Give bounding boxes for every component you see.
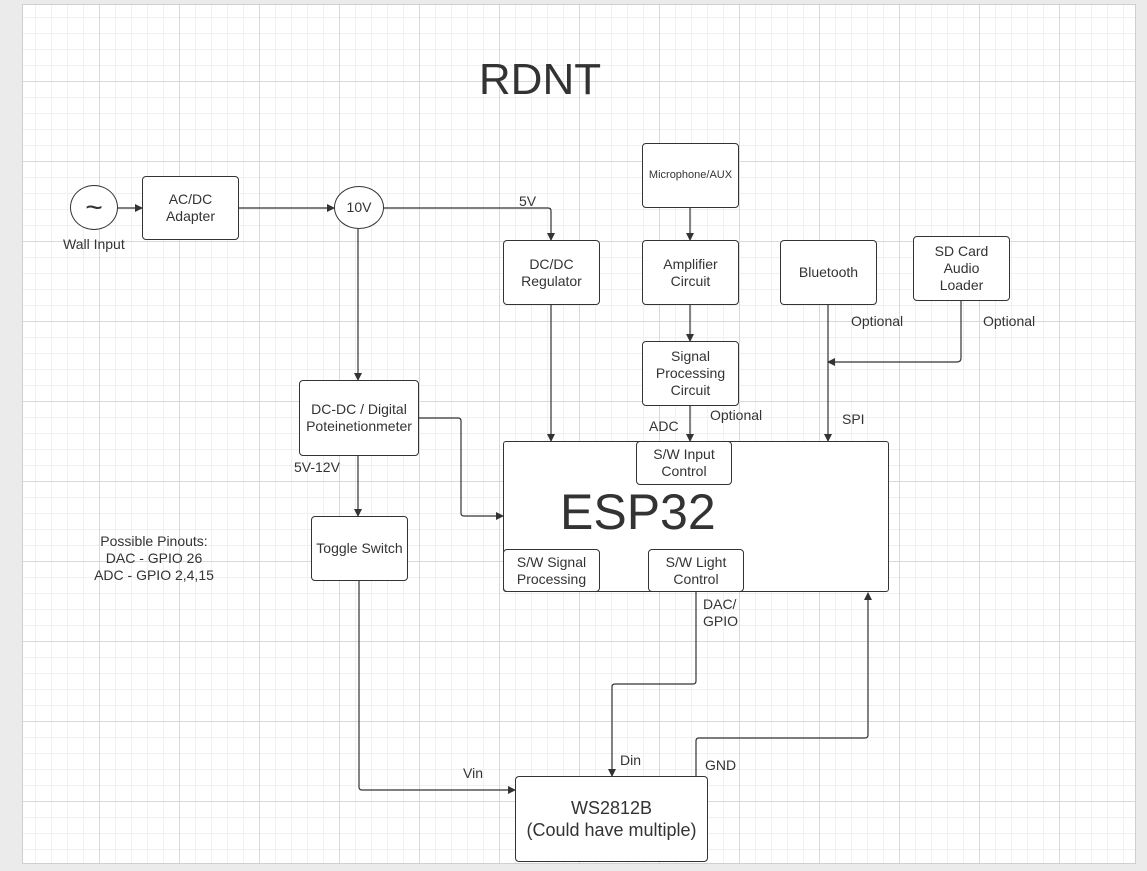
dcdc-digital-pot-label: DC-DC / Digital Poteinetionmeter (306, 401, 412, 434)
dcdc-regulator-label: DC/DC Regulator (521, 255, 582, 289)
signal-optional-label: Optional (710, 407, 763, 423)
sd-card-loader-label: SD Card Audio Loader (934, 243, 989, 293)
amplifier-circuit-label: Amplifier Circuit (663, 255, 718, 289)
wire-dcdc-pot-to-esp (419, 417, 504, 520)
wire-light-to-ws2812b (608, 592, 697, 777)
voltage-range-label: 5V-12V (294, 459, 340, 475)
diagram-canvas (22, 4, 1136, 864)
microphone-aux-box: Microphone/AUX (642, 143, 739, 208)
sw-light-control-label: S/W Light Control (665, 553, 727, 587)
dcdc-digital-pot-box: DC-DC / Digital Poteinetionmeter (299, 380, 419, 456)
wall-input-label: Wall Input (63, 236, 125, 252)
signal-processing-circuit-box: Signal Processing Circuit (642, 341, 739, 406)
amplifier-circuit-box: Amplifier Circuit (642, 240, 739, 305)
sd-card-optional-label: Optional (983, 313, 1036, 329)
five-volt-label: 5V (519, 193, 537, 209)
sw-input-control-label: S/W Input Control (653, 446, 715, 479)
esp32-label: ESP32 (560, 484, 716, 540)
bluetooth-box: Bluetooth (780, 240, 877, 305)
toggle-switch-label: Toggle Switch (316, 540, 403, 556)
ac-dc-adapter-label: AC/DC Adapter (165, 191, 216, 224)
sw-light-control-box: S/W Light Control (648, 549, 744, 592)
ws2812b-box: WS2812B (Could have multiple) (515, 776, 708, 862)
sw-signal-processing-label: S/W Signal Processing (516, 553, 587, 587)
diagram-title: RDNT (478, 55, 602, 104)
sd-card-loader-box: SD Card Audio Loader (913, 236, 1010, 301)
spi-label: SPI (842, 411, 865, 427)
toggle-switch-box: Toggle Switch (311, 516, 408, 581)
wall-input-node: ~ (70, 185, 118, 230)
microphone-aux-label: Microphone/AUX (648, 169, 733, 181)
possible-pinouts-note: Possible Pinouts: DAC - GPIO 26 ADC - GP… (94, 533, 214, 583)
sw-signal-processing-box: S/W Signal Processing (503, 549, 600, 592)
ac-dc-adapter-box: AC/DC Adapter (142, 176, 239, 240)
signal-processing-circuit-label: Signal Processing Circuit (655, 348, 726, 398)
vin-label: Vin (463, 765, 483, 781)
wire-ws2812b-gnd-to-esp (695, 592, 872, 776)
wire-10v-to-regulator (384, 207, 555, 241)
dac-gpio-label: DAC/ GPIO (703, 596, 739, 629)
wire-toggle-to-ws2812b (358, 581, 516, 794)
ac-wave-icon: ~ (85, 191, 103, 224)
ten-volt-node: 10V (334, 186, 384, 229)
wire-sd-to-spi (827, 301, 962, 366)
dcdc-regulator-box: DC/DC Regulator (503, 240, 600, 305)
bluetooth-optional-label: Optional (851, 313, 904, 329)
ws2812b-label: WS2812B (Could have multiple) (526, 798, 697, 840)
bluetooth-label: Bluetooth (798, 264, 859, 280)
adc-label: ADC (649, 418, 679, 434)
ten-volt-label: 10V (346, 199, 372, 215)
din-label: Din (620, 752, 642, 768)
sw-input-control-box: S/W Input Control (636, 441, 732, 485)
gnd-label: GND (705, 757, 737, 773)
